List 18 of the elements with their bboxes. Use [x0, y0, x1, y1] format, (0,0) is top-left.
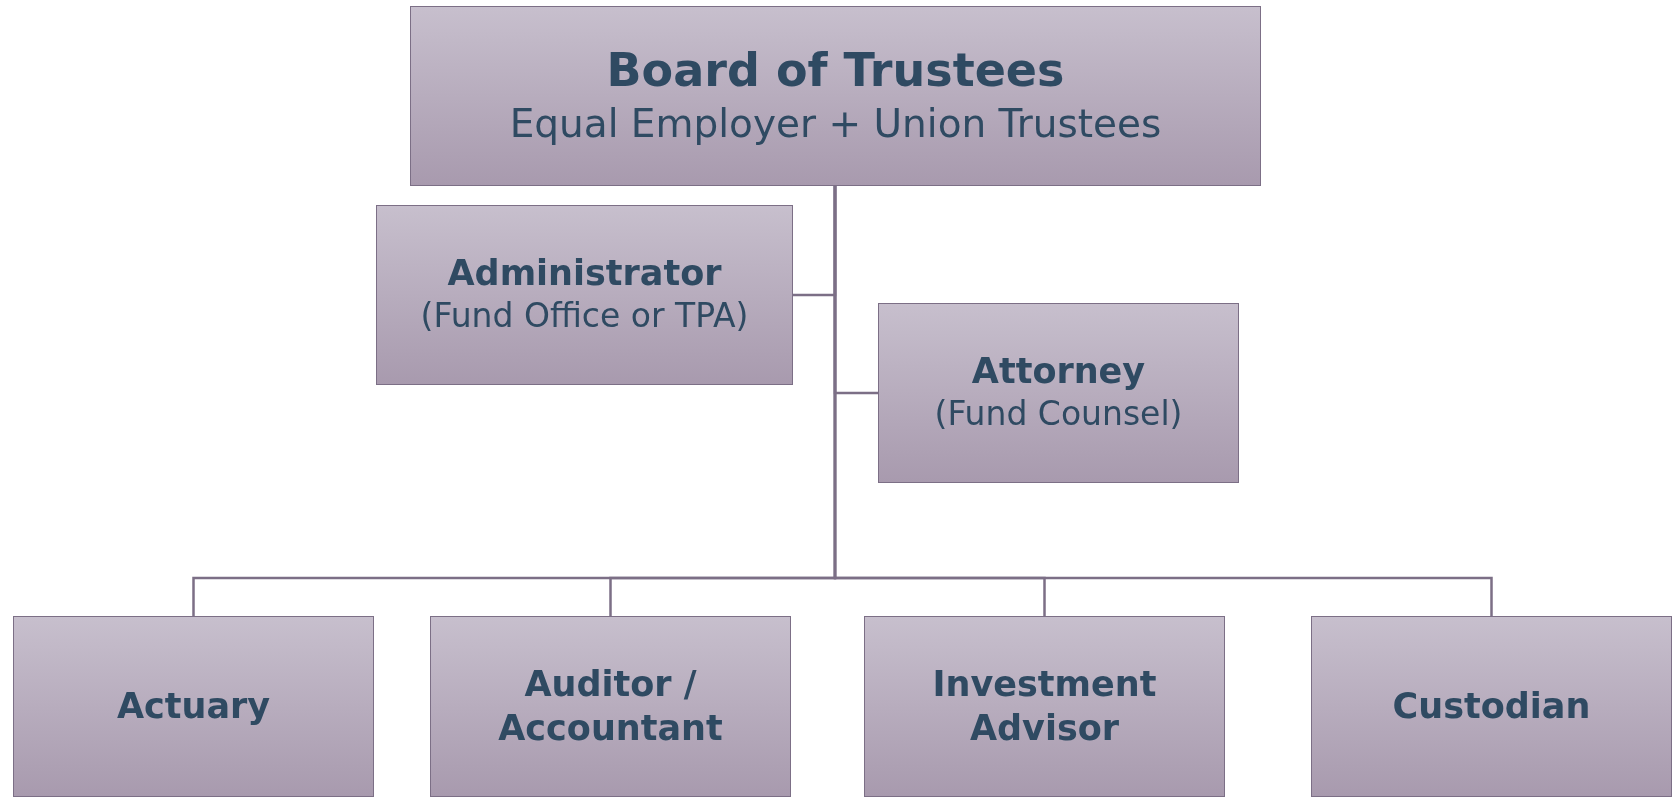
role-description: (Fund Office or TPA) [420, 295, 749, 338]
role-title: Board of Trustees [606, 41, 1065, 99]
org-box [878, 303, 1239, 483]
role-title: Custodian [1392, 684, 1591, 728]
role-title: Administrator [447, 251, 722, 295]
role-title: Actuary [116, 684, 271, 728]
org-box [13, 616, 374, 797]
org-box [1311, 616, 1672, 797]
role-description: (Fund Counsel) [934, 393, 1183, 436]
org-box [864, 616, 1225, 797]
org-box [410, 6, 1261, 186]
role-title: Investment Advisor [931, 662, 1158, 750]
org-box [376, 205, 793, 385]
connector-line [833, 186, 1493, 616]
org-box [430, 616, 791, 797]
role-description: Equal Employer + Union Trustees [509, 100, 1162, 149]
role-title: Attorney [971, 349, 1146, 393]
role-title: Auditor / Accountant [497, 662, 724, 750]
